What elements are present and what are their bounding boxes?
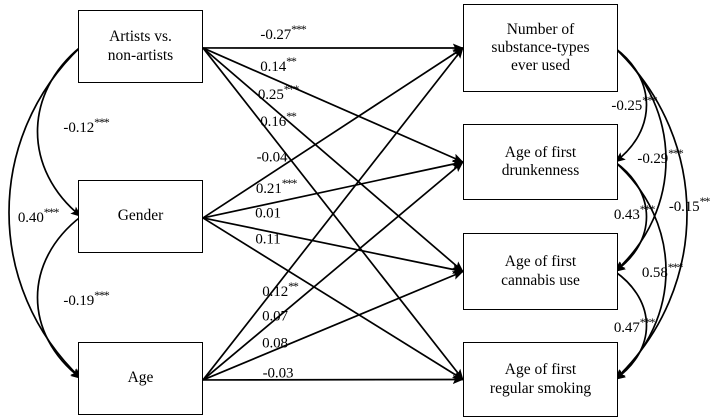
predictor-box-age: Age	[78, 342, 203, 415]
outcome-label-smoking: Age of first regular smoking	[489, 361, 592, 397]
coefficient-substances-drunk: -0.25***	[611, 93, 657, 114]
coefficient-gender-age: -0.19***	[63, 288, 109, 309]
predictor-label-artists: Artists vs. non-artists	[107, 28, 174, 64]
predictor-label-age: Age	[127, 369, 154, 387]
left-correlation-curves	[8, 36, 92, 380]
predictor-box-gender: Gender	[78, 180, 203, 253]
path-age-to-cannabis	[202, 270, 464, 381]
predictor-label-gender: Gender	[117, 207, 164, 225]
outcome-label-drunk: Age of first drunkenness	[501, 143, 580, 179]
coefficient-drunk-cannabis: 0.43***	[613, 202, 656, 223]
coefficient-artists-cannabis: 0.25***	[257, 82, 300, 103]
coefficient-age-substances: 0.12**	[262, 279, 299, 300]
coefficient-artists-drunk: 0.14**	[260, 54, 297, 75]
coefficient-gender-smoking: 0.11	[255, 231, 281, 248]
outcome-box-substances: Number of substance-types ever used	[463, 4, 618, 92]
regression-paths	[202, 43, 464, 385]
path-age-to-drunk	[202, 161, 464, 381]
coefficient-cannabis-smoking: 0.58***	[641, 260, 684, 281]
outcome-box-drunk: Age of first drunkenness	[463, 124, 618, 200]
path-artists-to-drunk	[202, 47, 464, 163]
path-gender-to-smoking	[202, 217, 464, 381]
path-age-to-substances	[202, 47, 464, 381]
coefficient-substances-cannabis: -0.29***	[637, 146, 683, 167]
coefficient-age-smoking: -0.03	[262, 365, 294, 382]
coefficient-drunk-smoking: 0.47***	[613, 315, 656, 336]
predictor-box-artists: Artists vs. non-artists	[78, 10, 203, 83]
correlation-drunkenness-smoking	[604, 151, 667, 381]
coefficient-gender-drunk: 0.21***	[255, 176, 298, 197]
outcome-box-cannabis: Age of first cannabis use	[463, 233, 618, 310]
coefficient-artists-substances: -0.27***	[260, 22, 306, 43]
coefficient-gender-substances: -0.04	[256, 149, 288, 166]
outcome-label-substances: Number of substance-types ever used	[491, 20, 590, 75]
right-correlation-curves	[604, 37, 688, 381]
correlation-gender-age	[36, 206, 92, 380]
coefficient-substances-smoking: -0.15**	[668, 194, 711, 215]
path-gender-to-cannabis	[202, 217, 464, 274]
coefficient-gender-cannabis: 0.01	[255, 205, 281, 222]
path-gender-to-drunk	[202, 159, 464, 219]
coefficient-age-drunk: 0.07	[262, 308, 288, 325]
path-gender-to-substances	[202, 47, 464, 219]
correlation-cannabis-smoking	[604, 261, 648, 381]
coefficient-artists-age: 0.40***	[17, 205, 60, 226]
coefficient-age-cannabis: 0.08	[262, 335, 288, 352]
path-artists-to-cannabis	[202, 47, 464, 273]
outcome-box-smoking: Age of first regular smoking	[463, 342, 618, 417]
coefficient-artists-gender: -0.12***	[63, 115, 109, 136]
coefficient-artists-smoking: 0.16**	[260, 109, 297, 130]
correlation-artists-gender	[36, 36, 92, 218]
outcome-label-cannabis: Age of first cannabis use	[501, 253, 580, 289]
